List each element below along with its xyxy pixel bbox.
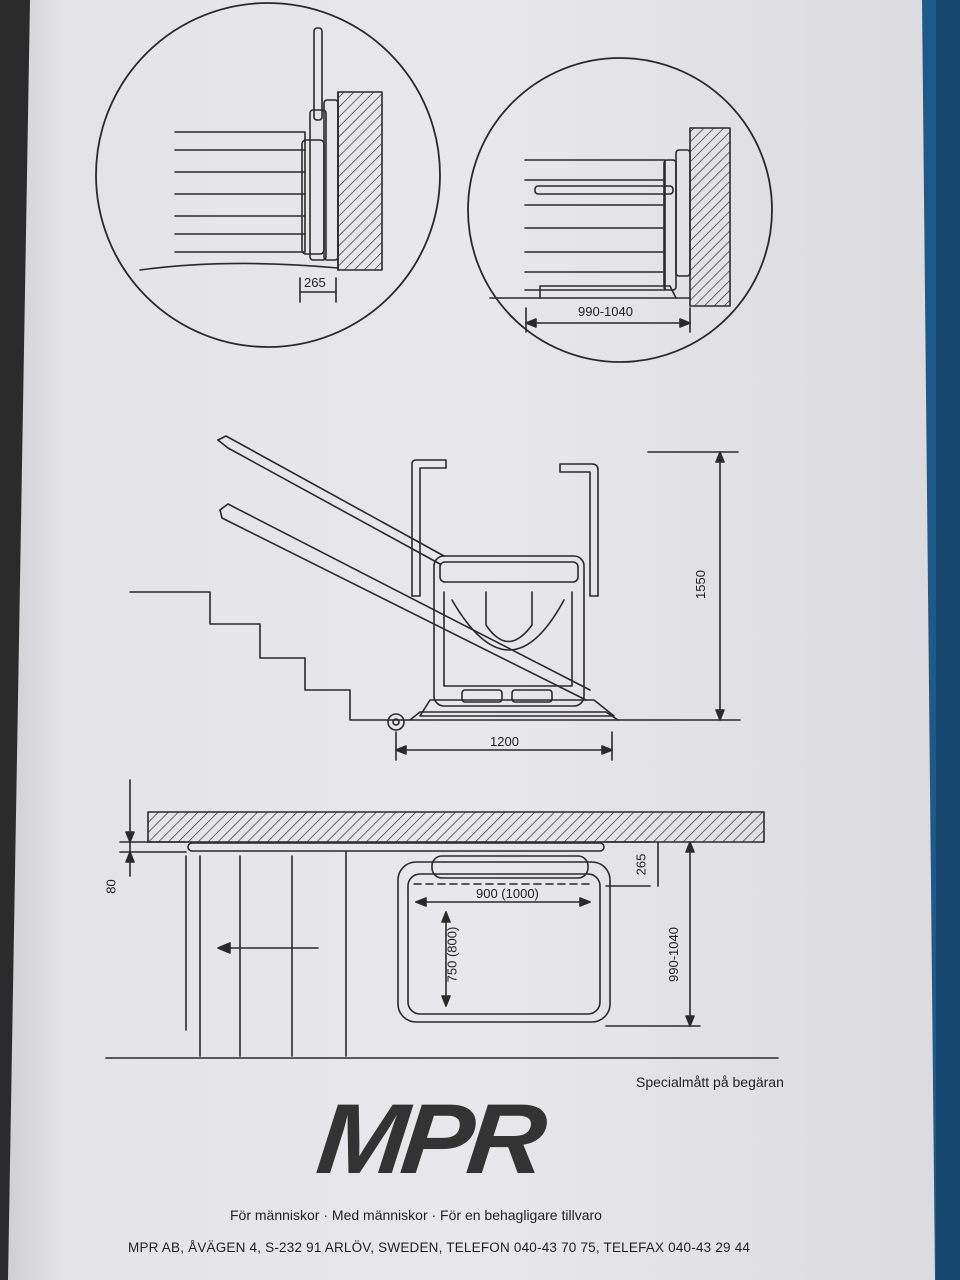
dim-265-plan: 265 [633, 853, 649, 876]
company-tagline: För människor · Med människor · För en b… [230, 1207, 602, 1223]
plan-view [105, 779, 779, 1059]
dim-1550: 1550 [692, 570, 708, 599]
dim-80: 80 [103, 879, 119, 894]
dim-900-1000: 900 (1000) [476, 886, 539, 901]
mpr-logo: MPR [312, 1082, 546, 1195]
company-address: MPR AB, ÅVÄGEN 4, S-232 91 ARLÖV, SWEDEN… [128, 1240, 751, 1255]
side-elevation [129, 435, 741, 761]
dim-1200: 1200 [490, 734, 519, 749]
platform-open-detail [467, 57, 773, 363]
folded-lift-detail [95, 2, 441, 348]
dim-990-1040-plan: 990-1040 [665, 927, 681, 982]
dim-265-top: 265 [304, 275, 326, 290]
dim-990-1040-top: 990-1040 [578, 304, 633, 319]
special-measurements-note: Specialmått på begäran [636, 1074, 784, 1090]
dim-750-800: 750 (800) [444, 926, 460, 983]
